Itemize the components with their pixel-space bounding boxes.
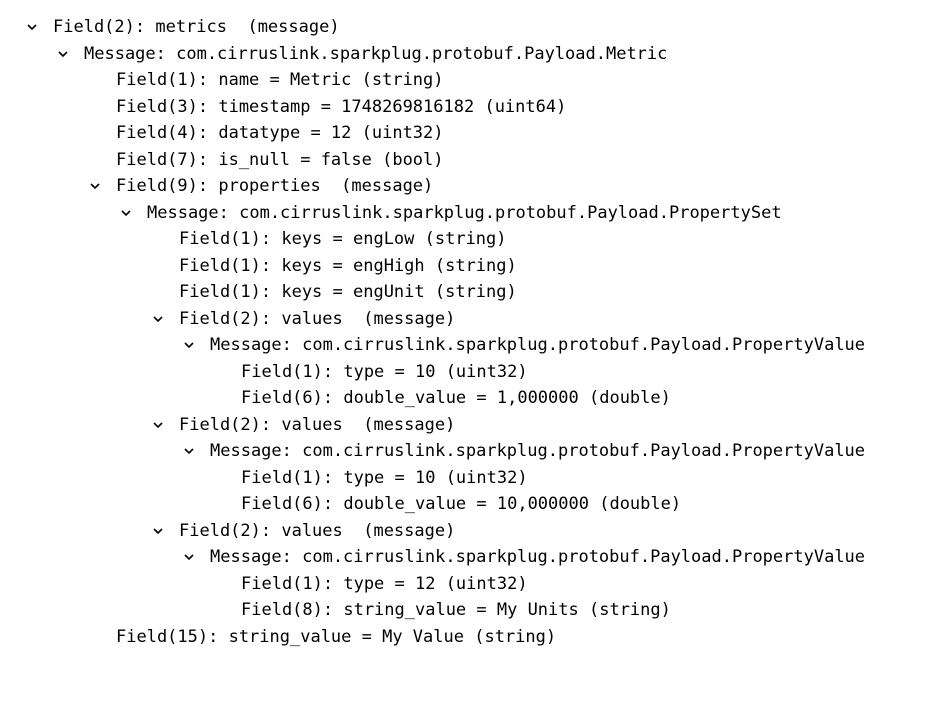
tree-leaf-is-null[interactable]: Field(7): is_null = false (bool) — [0, 147, 933, 174]
tree-leaf-double-value-2[interactable]: Field(6): double_value = 10,000000 (doub… — [0, 491, 933, 518]
tree-node-label: Field(6): double_value = 1,000000 (doubl… — [241, 388, 671, 408]
chevron-down-icon[interactable] — [181, 332, 197, 359]
packet-detail-tree: Field(2): metrics (message) Message: com… — [0, 14, 933, 650]
tree-node-values-field-3[interactable]: Field(2): values (message) — [0, 518, 933, 545]
tree-node-label: Message: com.cirruslink.sparkplug.protob… — [210, 335, 866, 355]
tree-leaf-double-value-1[interactable]: Field(6): double_value = 1,000000 (doubl… — [0, 385, 933, 412]
tree-node-label: Message: com.cirruslink.sparkplug.protob… — [84, 43, 668, 64]
tree-node-label: Message: com.cirruslink.sparkplug.protob… — [210, 547, 866, 567]
tree-leaf-timestamp[interactable]: Field(3): timestamp = 1748269816182 (uin… — [0, 94, 933, 121]
chevron-down-icon[interactable] — [181, 544, 197, 571]
tree-node-label: Message: com.cirruslink.sparkplug.protob… — [210, 441, 866, 461]
chevron-down-icon[interactable] — [181, 438, 197, 465]
chevron-down-icon[interactable] — [150, 518, 166, 545]
tree-leaf-key-enghigh[interactable]: Field(1): keys = engHigh (string) — [0, 253, 933, 280]
tree-node-label: Field(7): is_null = false (bool) — [116, 149, 444, 170]
tree-node-label: Field(2): metrics (message) — [53, 17, 340, 37]
tree-node-label: Field(9): properties (message) — [116, 176, 434, 196]
tree-node-label: Field(1): keys = engHigh (string) — [179, 255, 517, 276]
tree-node-propertyset-message[interactable]: Message: com.cirruslink.sparkplug.protob… — [0, 200, 933, 227]
tree-leaf-type-2[interactable]: Field(1): type = 10 (uint32) — [0, 465, 933, 492]
tree-leaf-type-3[interactable]: Field(1): type = 12 (uint32) — [0, 571, 933, 598]
tree-node-label: Field(15): string_value = My Value (stri… — [116, 626, 557, 647]
tree-leaf-key-engunit[interactable]: Field(1): keys = engUnit (string) — [0, 279, 933, 306]
tree-node-label: Field(8): string_value = My Units (strin… — [241, 600, 671, 620]
tree-node-values-field-2[interactable]: Field(2): values (message) — [0, 412, 933, 439]
tree-node-metrics-field[interactable]: Field(2): metrics (message) — [0, 14, 933, 41]
tree-node-metric-message[interactable]: Message: com.cirruslink.sparkplug.protob… — [0, 41, 933, 68]
tree-leaf-key-englow[interactable]: Field(1): keys = engLow (string) — [0, 226, 933, 253]
tree-leaf-datatype[interactable]: Field(4): datatype = 12 (uint32) — [0, 120, 933, 147]
tree-node-label: Field(2): values (message) — [179, 308, 456, 329]
chevron-down-icon[interactable] — [118, 200, 134, 227]
tree-node-label: Field(6): double_value = 10,000000 (doub… — [241, 494, 682, 514]
chevron-down-icon[interactable] — [55, 41, 71, 68]
tree-node-label: Message: com.cirruslink.sparkplug.protob… — [147, 202, 782, 223]
chevron-down-icon[interactable] — [150, 412, 166, 439]
tree-node-values-field-1[interactable]: Field(2): values (message) — [0, 306, 933, 333]
chevron-down-icon[interactable] — [150, 306, 166, 333]
tree-node-label: Field(1): keys = engLow (string) — [179, 229, 507, 249]
chevron-down-icon[interactable] — [87, 173, 103, 200]
tree-node-label: Field(1): type = 12 (uint32) — [241, 573, 528, 594]
tree-node-label: Field(1): keys = engUnit (string) — [179, 282, 517, 302]
tree-leaf-name[interactable]: Field(1): name = Metric (string) — [0, 67, 933, 94]
tree-node-label: Field(4): datatype = 12 (uint32) — [116, 123, 444, 143]
tree-node-label: Field(2): values (message) — [179, 414, 456, 435]
tree-node-label: Field(1): type = 10 (uint32) — [241, 467, 528, 488]
tree-node-label: Field(3): timestamp = 1748269816182 (uin… — [116, 96, 567, 117]
tree-node-propertyvalue-message-3[interactable]: Message: com.cirruslink.sparkplug.protob… — [0, 544, 933, 571]
tree-leaf-string-value[interactable]: Field(15): string_value = My Value (stri… — [0, 624, 933, 651]
tree-node-propertyvalue-message-1[interactable]: Message: com.cirruslink.sparkplug.protob… — [0, 332, 933, 359]
tree-node-label: Field(1): type = 10 (uint32) — [241, 361, 528, 382]
tree-leaf-type-1[interactable]: Field(1): type = 10 (uint32) — [0, 359, 933, 386]
tree-leaf-string-value-units[interactable]: Field(8): string_value = My Units (strin… — [0, 597, 933, 624]
chevron-down-icon[interactable] — [24, 14, 40, 41]
tree-node-propertyvalue-message-2[interactable]: Message: com.cirruslink.sparkplug.protob… — [0, 438, 933, 465]
tree-node-label: Field(1): name = Metric (string) — [116, 70, 444, 90]
tree-node-label: Field(2): values (message) — [179, 520, 456, 541]
tree-node-properties-field[interactable]: Field(9): properties (message) — [0, 173, 933, 200]
